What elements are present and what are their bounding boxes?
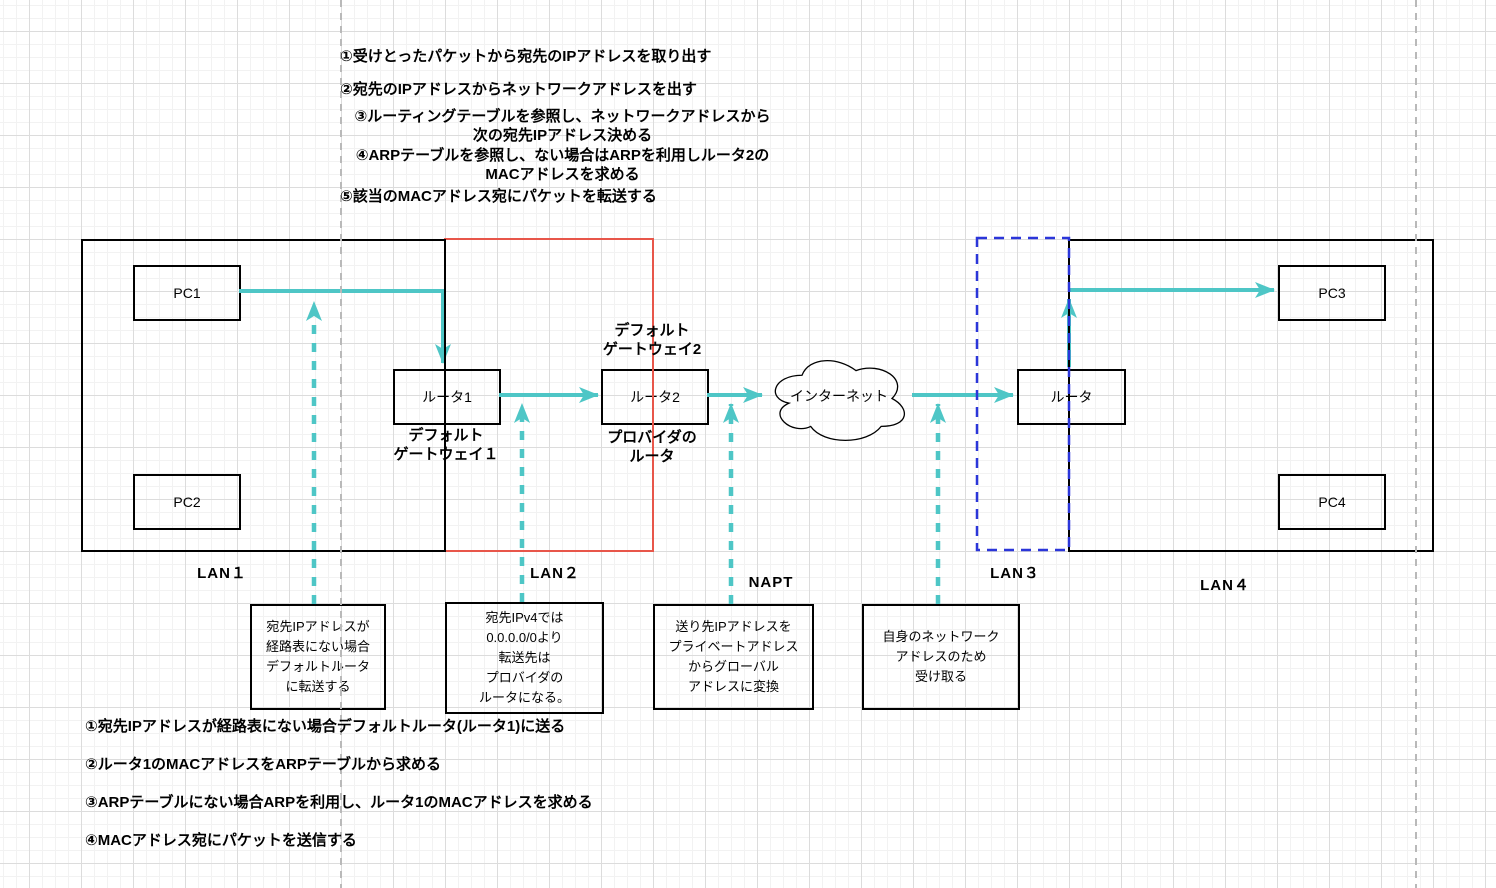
node-router1: ルータ1 [393,369,501,425]
node-router-right-label: ルータ [1050,389,1093,405]
node-pc2-label: PC2 [173,494,201,510]
top-note-3: ③ルーティングテーブルを参照し、ネットワークアドレスから 次の宛先IPアドレス決… [354,108,771,144]
callout-ipv4-default: 宛先IPv4では 0.0.0.0/0より 転送先は プロバイダの ルータになる。 [445,602,604,714]
label-lan1: LAN１ [197,565,247,582]
label-lan4: LAN４ [1200,577,1250,594]
node-pc1: PC1 [133,265,241,321]
label-provider-router: プロバイダの ルータ [607,429,697,465]
node-pc4: PC4 [1278,474,1386,530]
node-router-right: ルータ [1017,369,1126,425]
node-router1-label: ルータ1 [422,389,472,405]
arrow-pc1-to-router1 [239,289,451,364]
node-router2: ルータ2 [601,369,709,425]
node-pc3-label: PC3 [1318,285,1346,301]
bottom-note-2: ②ルータ1のMACアドレスをARPテーブルから求める [85,756,441,773]
node-pc4-label: PC4 [1318,494,1346,510]
top-note-2: ②宛先のIPアドレスからネットワークアドレスを出す [340,81,697,98]
top-note-5: ⑤該当のMACアドレス宛にパケットを転送する [340,188,657,205]
label-default-gateway2: デフォルト ゲートウェイ2 [602,322,702,358]
label-default-gateway1: デフォルト ゲートウェイ１ [393,427,499,463]
label-lan3: LAN３ [990,565,1040,582]
node-pc3: PC3 [1278,265,1386,321]
callout-napt-translate: 送り先IPアドレスを プライベートアドレス からグローバル アドレスに変換 [653,604,814,710]
node-pc1-label: PC1 [173,285,201,301]
bottom-note-1: ①宛先IPアドレスが経路表にない場合デフォルトルータ(ルータ1)に送る [85,718,566,735]
bottom-note-3: ③ARPテーブルにない場合ARPを利用し、ルータ1のMACアドレスを求める [85,794,593,811]
label-lan2: LAN２ [530,565,580,582]
label-napt: NAPT [748,574,794,591]
callout-default-route: 宛先IPアドレスが 経路表にない場合 デフォルトルータ に転送する [250,604,386,710]
top-note-1: ①受けとったパケットから宛先のIPアドレスを取り出す [340,48,712,65]
node-router2-label: ルータ2 [630,389,680,405]
internet-label: インターネット [790,388,888,404]
node-pc2: PC2 [133,474,241,530]
top-note-4: ④ARPテーブルを参照し、ない場合はARPを利用しルータ2の MACアドレスを求… [355,147,770,183]
bottom-note-4: ④MACアドレス宛にパケットを送信する [85,832,357,849]
callout-receive-own-network: 自身のネットワーク アドレスのため 受け取る [862,604,1020,710]
